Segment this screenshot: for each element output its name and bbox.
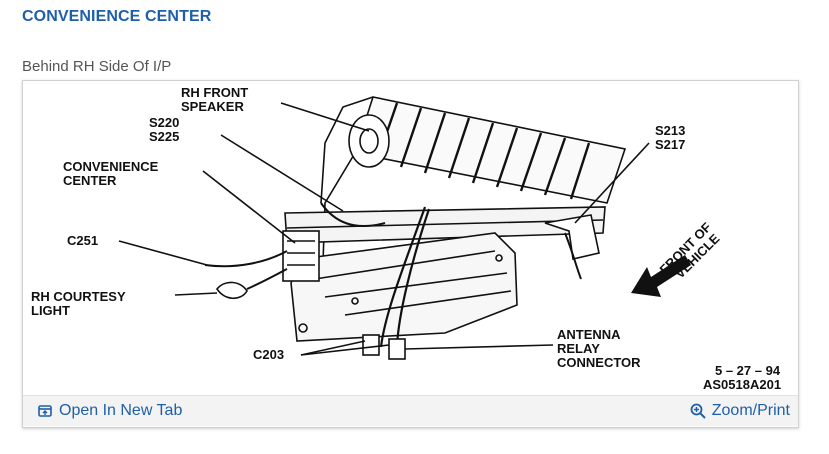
open-in-new-tab-label: Open In New Tab [59, 402, 183, 419]
label-rh-front-speaker-line2: SPEAKER [181, 99, 244, 114]
label-antenna-relay-connector-line1: ANTENNA [557, 327, 621, 342]
diagram-date-code: 5 – 27 – 94 [715, 363, 781, 378]
zoom-print-label: Zoom/Print [711, 402, 790, 419]
zoom-in-icon [690, 403, 706, 419]
label-c203: C203 [253, 347, 284, 362]
diagram-caption: Behind RH Side Of I/P [22, 58, 172, 75]
label-s213: S213 [655, 123, 685, 138]
label-antenna-relay-connector-line2: RELAY [557, 341, 600, 356]
label-s217: S217 [655, 137, 685, 152]
open-in-new-tab-icon [38, 405, 52, 417]
diagram-card: RH FRONT SPEAKER S220 S225 CONVENIENCE C… [22, 80, 799, 428]
label-s225: S225 [149, 129, 179, 144]
wiring-diagram: RH FRONT SPEAKER S220 S225 CONVENIENCE C… [31, 85, 781, 392]
label-convenience-center-line2: CENTER [63, 173, 117, 188]
leader-lines [118, 102, 650, 356]
page-title: CONVENIENCE CENTER [22, 8, 212, 25]
diagram-reference-code: AS0518A201 [703, 377, 781, 392]
diagram-artwork [204, 96, 627, 360]
label-rh-courtesy-light-line2: LIGHT [31, 303, 70, 318]
label-antenna-relay-connector-line3: CONNECTOR [557, 355, 641, 370]
label-convenience-center-line1: CONVENIENCE [63, 159, 159, 174]
zoom-print-link[interactable]: Zoom/Print [690, 402, 790, 420]
label-rh-courtesy-light-line1: RH COURTESY [31, 289, 126, 304]
front-of-vehicle-arrow-icon [631, 255, 691, 297]
open-in-new-tab-link[interactable]: Open In New Tab [37, 402, 182, 420]
diagram-footer: Open In New Tab Zoom/Print [23, 395, 798, 426]
label-c251: C251 [67, 233, 98, 248]
label-front-of-vehicle: FRONT OF VEHICLE [657, 219, 723, 281]
label-rh-front-speaker-line1: RH FRONT [181, 85, 248, 100]
label-s220: S220 [149, 115, 179, 130]
